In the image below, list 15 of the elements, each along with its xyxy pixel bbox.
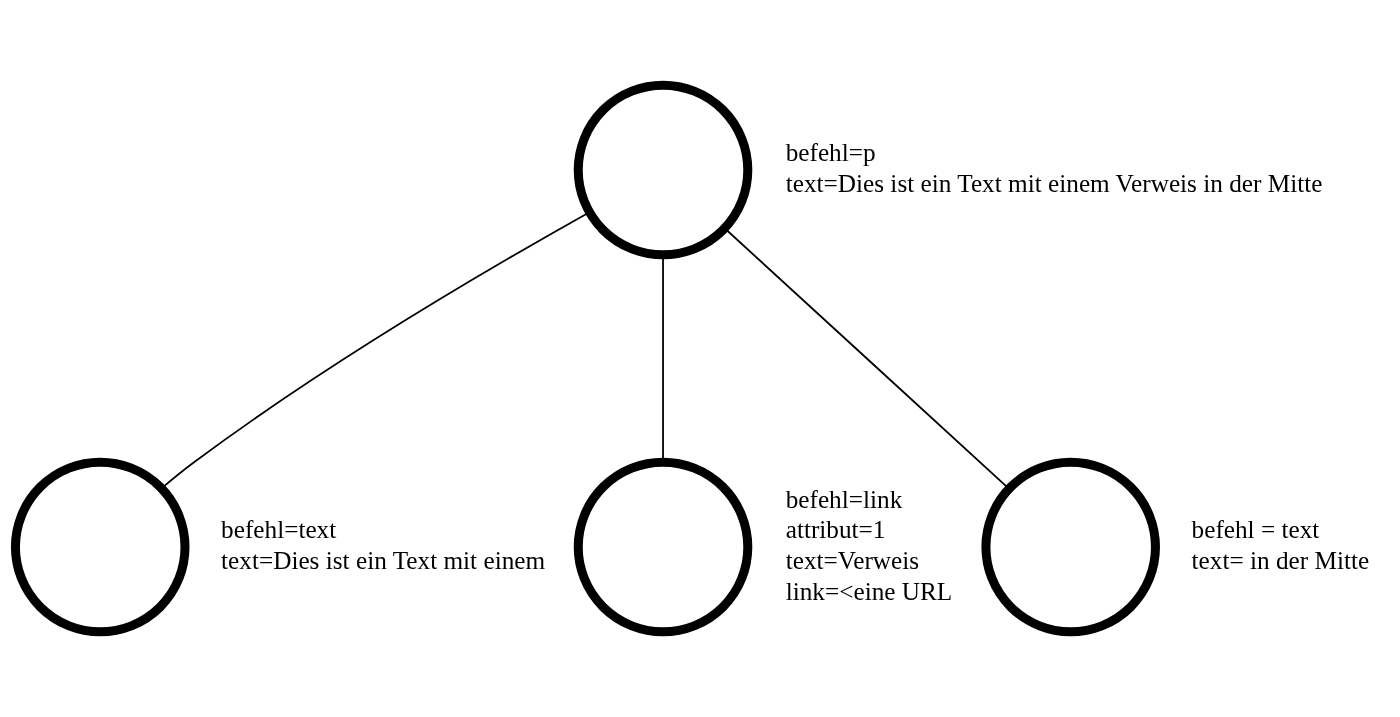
node-circle (573, 80, 753, 260)
node-label: text=Verweis (785, 546, 920, 575)
node-label: befehl=link (785, 484, 903, 513)
connector (724, 227, 1010, 490)
node-label: text=Dies ist ein Text mit einem (221, 546, 546, 575)
node-circle (10, 457, 190, 637)
node-label: text= in der Mitte (1191, 546, 1370, 575)
node-label: link=<eine URL (785, 576, 953, 605)
node-label: attribut=1 (785, 515, 886, 544)
node-label: befehl = text (1191, 515, 1320, 544)
node-circle (981, 457, 1160, 637)
node-label: befehl=text (221, 515, 337, 544)
node-label: text=Dies ist ein Text mit einem Verweis in der Mitte (785, 169, 1323, 197)
node-label: befehl=p (785, 138, 876, 167)
node-circle (573, 457, 753, 637)
